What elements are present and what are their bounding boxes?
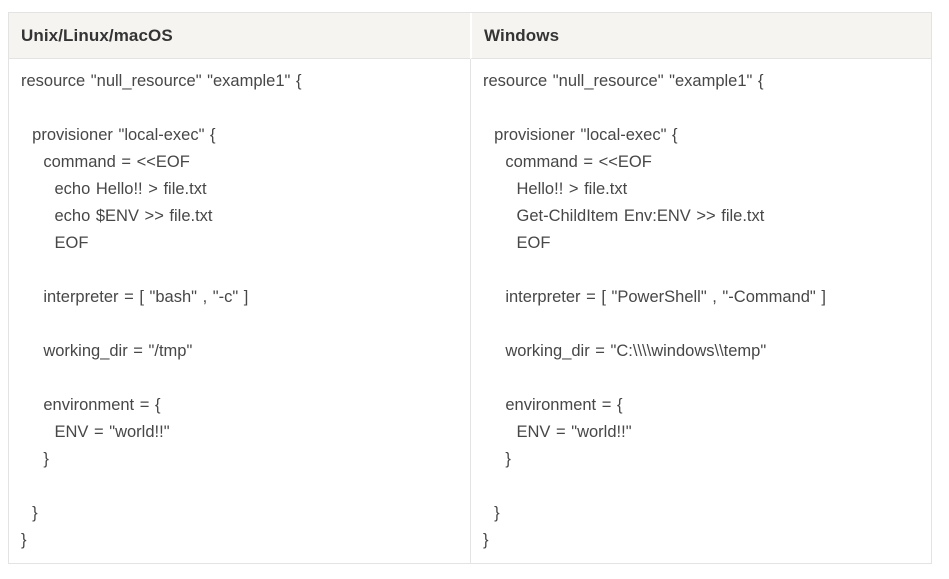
os-code-comparison-table: Unix/Linux/macOS Windows resource "null_…	[8, 12, 932, 564]
column-header-windows-label: Windows	[484, 25, 560, 45]
code-block-windows-terraform: resource "null_resource" "example1" { pr…	[483, 72, 826, 549]
column-header-windows: Windows	[470, 13, 931, 59]
column-header-unix-linux-macos: Unix/Linux/macOS	[9, 13, 470, 59]
code-block-unix-terraform: resource "null_resource" "example1" { pr…	[21, 72, 302, 549]
code-cell-unix: resource "null_resource" "example1" { pr…	[9, 59, 470, 563]
column-header-unix-label: Unix/Linux/macOS	[21, 25, 173, 45]
code-cell-windows: resource "null_resource" "example1" { pr…	[470, 59, 931, 563]
